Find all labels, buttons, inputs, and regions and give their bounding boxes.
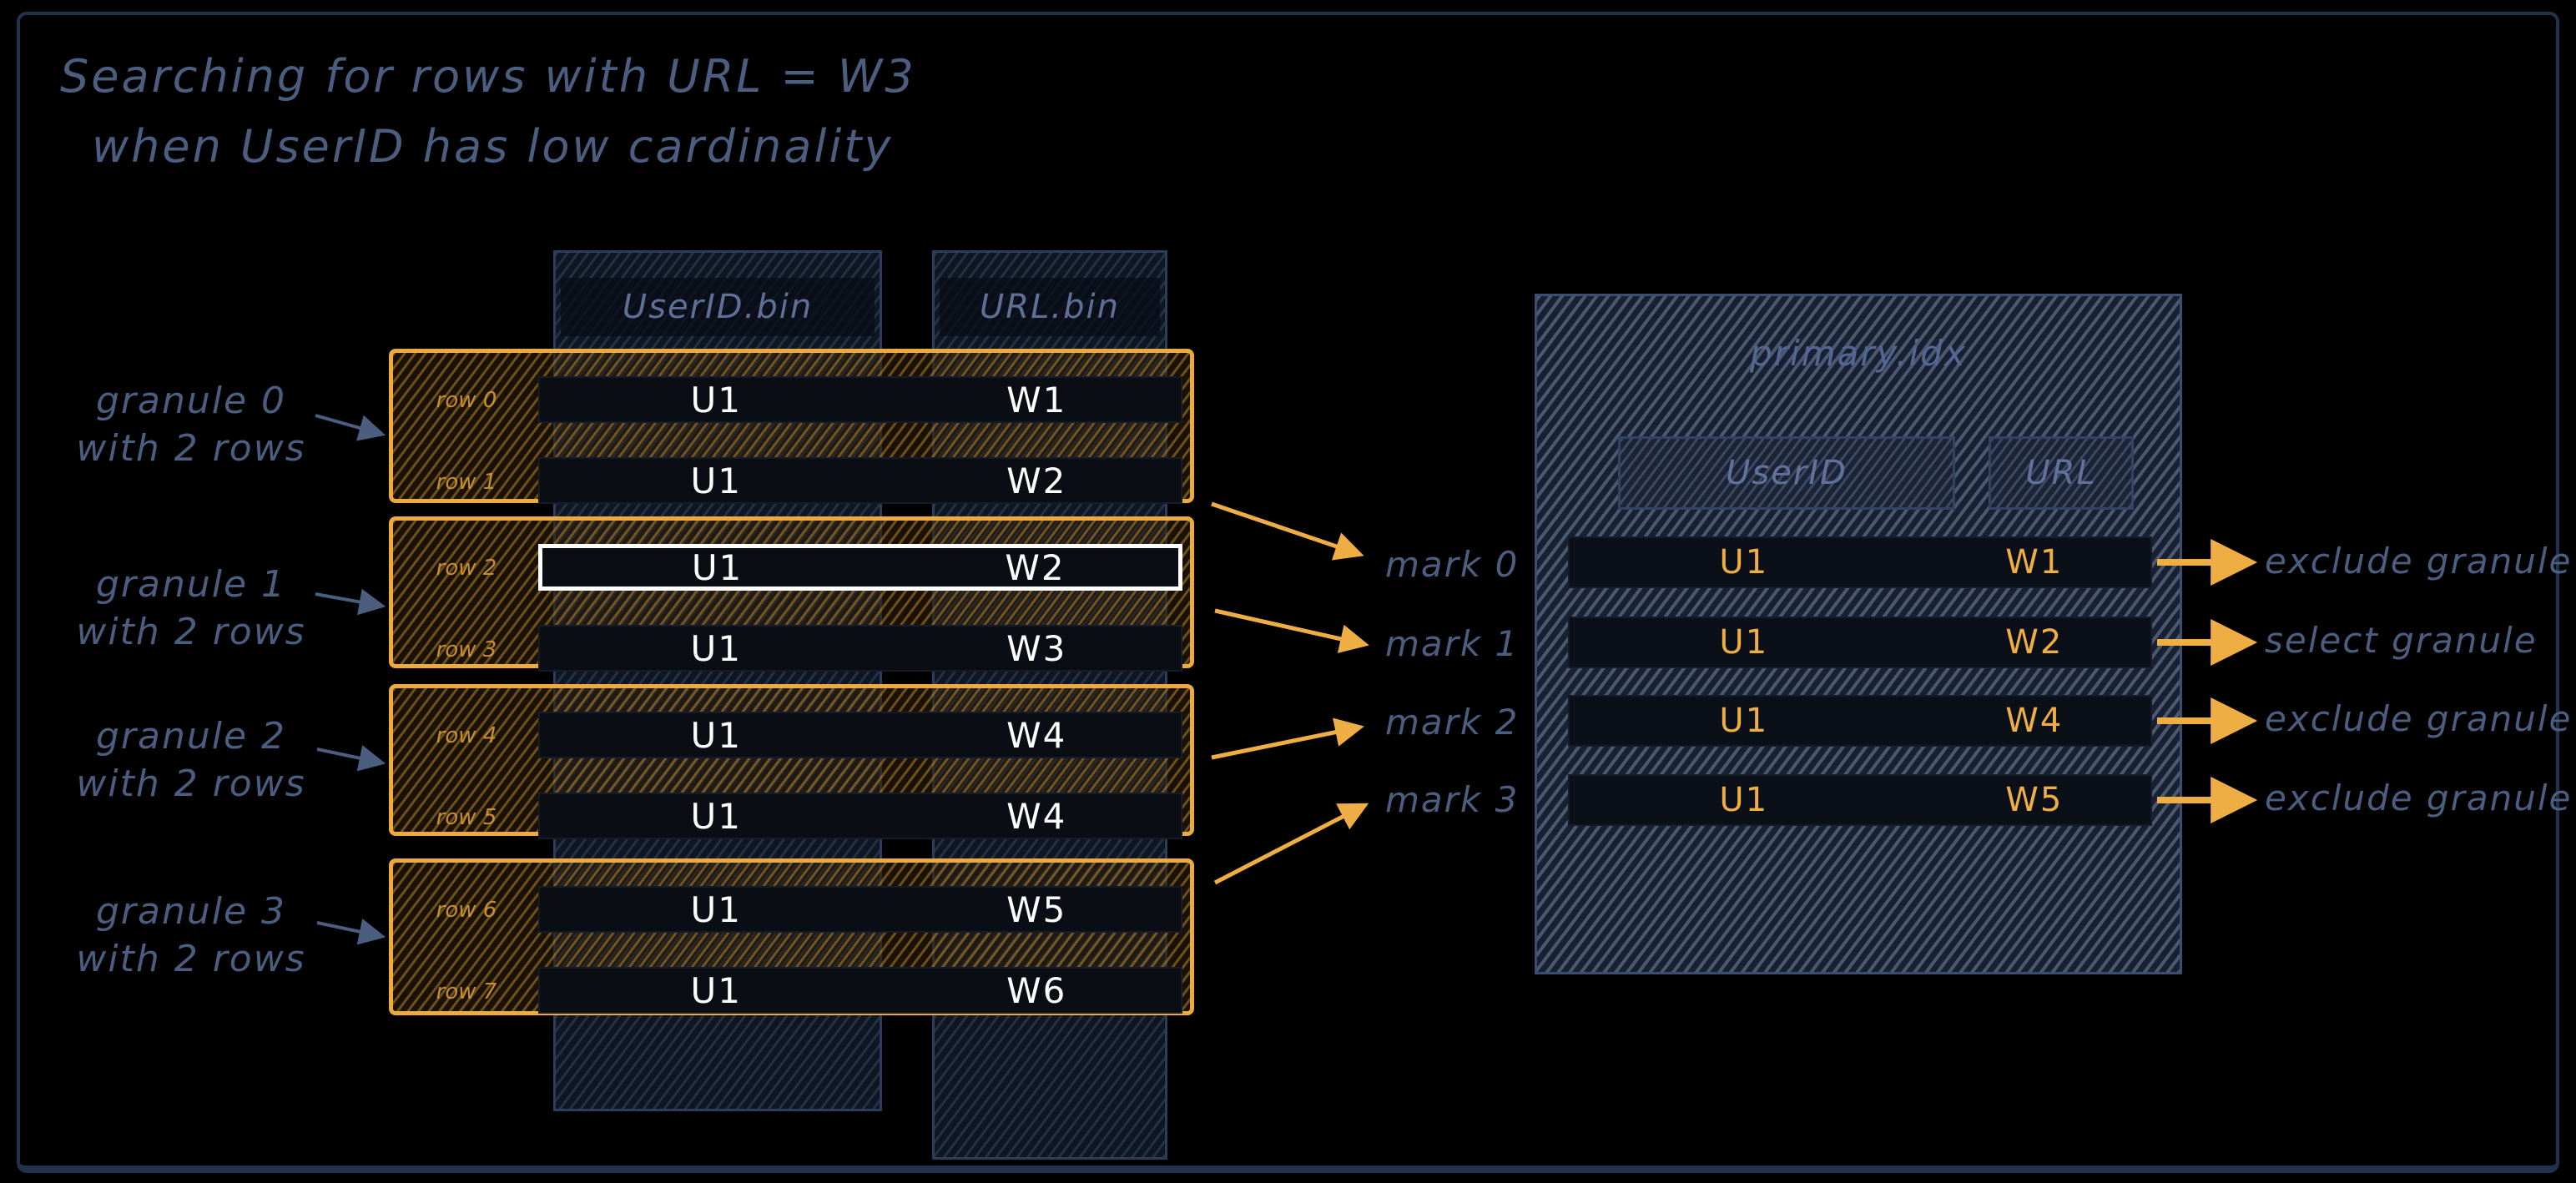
granule-0-box: row 0 row 1 U1 W1 U1 W2 xyxy=(389,349,1194,504)
mark-2-label: mark 2 xyxy=(1385,702,1520,743)
granule-2-box: row 4 row 5 U1 W4 U1 W4 xyxy=(389,684,1194,839)
userid-cell: U1 xyxy=(690,714,742,756)
index-row: U1 W4 xyxy=(1568,695,2152,747)
row-label: row 5 xyxy=(436,805,497,830)
mark-0-label: mark 0 xyxy=(1385,544,1520,585)
table-row: U1 W5 xyxy=(538,886,1182,933)
granule-label-line2: with 2 rows xyxy=(76,938,306,981)
granule-3-label: granule 3 with 2 rows xyxy=(37,888,345,983)
table-row: U1 W1 xyxy=(538,376,1182,423)
granule-label-line1: granule 1 xyxy=(95,563,287,606)
row-label: row 2 xyxy=(436,556,497,581)
mark-3-label: mark 3 xyxy=(1385,779,1520,820)
userid-cell: U1 xyxy=(690,795,742,837)
userid-cell: U1 xyxy=(690,460,742,501)
row-label: row 7 xyxy=(436,979,497,1004)
table-row: U1 W3 xyxy=(538,625,1182,672)
row-label: row 4 xyxy=(436,723,497,748)
row-label: row 3 xyxy=(436,637,497,662)
index-row: U1 W2 xyxy=(1568,617,2152,668)
index-row: U1 W5 xyxy=(1568,774,2152,826)
url-cell: W1 xyxy=(1006,379,1067,420)
granule-2-label: granule 2 with 2 rows xyxy=(37,712,345,808)
table-row: U1 W4 xyxy=(538,793,1182,839)
table-row-highlighted: U1 W2 xyxy=(538,544,1182,591)
primary-index-title: primary.idx xyxy=(1750,333,1967,374)
table-row: U1 W4 xyxy=(538,712,1182,758)
index-url-cell: W2 xyxy=(2005,623,2064,662)
userid-cell: U1 xyxy=(690,969,742,1011)
url-cell: W2 xyxy=(1005,546,1066,588)
url-cell: W4 xyxy=(1006,714,1067,756)
decision-0-label: exclude granule xyxy=(2265,541,2573,581)
row-label: row 0 xyxy=(436,388,497,413)
index-url-cell: W1 xyxy=(2005,543,2064,581)
url-bin-column-header: URL.bin xyxy=(940,278,1160,336)
url-cell: W6 xyxy=(1006,969,1067,1011)
granule-1-label: granule 1 with 2 rows xyxy=(37,561,345,656)
decision-3-label: exclude granule xyxy=(2265,778,2573,818)
granule-1-box: row 2 row 3 U1 W2 U1 W3 xyxy=(389,516,1194,672)
granule-0-label: granule 0 with 2 rows xyxy=(37,377,345,472)
index-row: U1 W1 xyxy=(1568,536,2152,588)
index-userid-cell: U1 xyxy=(1719,543,1769,581)
row-label: row 1 xyxy=(436,470,497,495)
index-url-header: URL xyxy=(1989,436,2134,510)
url-cell: W2 xyxy=(1006,460,1067,501)
userid-cell: U1 xyxy=(691,546,744,588)
url-cell: W5 xyxy=(1006,889,1067,930)
granule-3-box: row 6 row 7 U1 W5 U1 W6 xyxy=(389,858,1194,1015)
decision-2-label: exclude granule xyxy=(2265,698,2573,739)
table-row: U1 W6 xyxy=(538,967,1182,1014)
index-userid-cell: U1 xyxy=(1719,781,1769,819)
index-url-cell: W5 xyxy=(2005,781,2064,819)
url-cell: W4 xyxy=(1006,795,1067,837)
mark-1-label: mark 1 xyxy=(1385,623,1520,664)
index-url-cell: W4 xyxy=(2005,702,2064,740)
granule-label-line1: granule 3 xyxy=(95,890,287,933)
index-userid-header: UserID xyxy=(1618,436,1955,510)
index-userid-cell: U1 xyxy=(1719,702,1769,740)
index-userid-cell: U1 xyxy=(1719,623,1769,662)
title-line-2: when UserID has low cardinality xyxy=(92,119,894,173)
title-line-1: Searching for rows with URL = W3 xyxy=(60,50,916,103)
decision-1-label: select granule xyxy=(2265,620,2538,661)
outer-border xyxy=(17,12,2559,1173)
userid-cell: U1 xyxy=(690,379,742,420)
granule-label-line2: with 2 rows xyxy=(76,427,306,471)
row-label: row 6 xyxy=(436,898,497,923)
granule-label-line2: with 2 rows xyxy=(76,611,306,654)
userid-cell: U1 xyxy=(690,627,742,669)
diagram-title: Searching for rows with URL = W3 when Us… xyxy=(60,42,916,181)
userid-cell: U1 xyxy=(690,889,742,930)
granule-label-line1: granule 2 xyxy=(95,715,287,758)
granule-label-line2: with 2 rows xyxy=(76,763,306,806)
granule-label-line1: granule 0 xyxy=(95,380,287,422)
table-row: U1 W2 xyxy=(538,457,1182,504)
userid-bin-column-header: UserID.bin xyxy=(561,278,875,336)
url-cell: W3 xyxy=(1006,627,1067,669)
